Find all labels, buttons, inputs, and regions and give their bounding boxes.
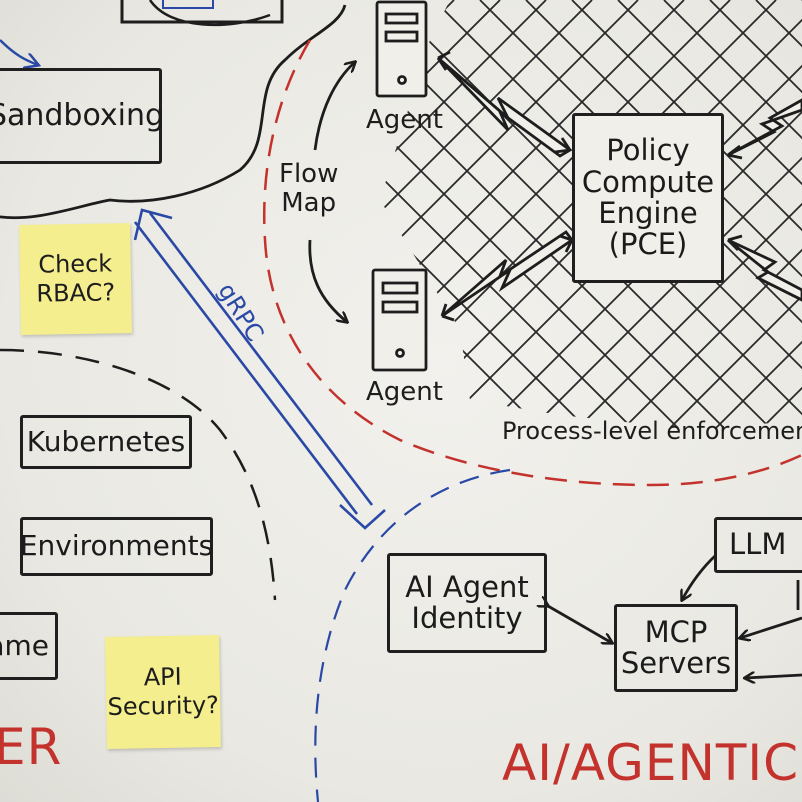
llm-mcp-arrow <box>682 553 717 600</box>
identity-mcp-arrow <box>548 606 612 643</box>
lightning-arrow-right-top <box>727 98 802 157</box>
servers-line: Servers <box>620 646 732 680</box>
lightning-arrow-top <box>436 56 573 158</box>
server-icon-bottom <box>371 268 428 372</box>
identity-line: Identity <box>411 601 523 635</box>
flow-arrow-up <box>313 62 355 151</box>
flow-word: Flow <box>279 159 339 189</box>
lightning-arrow-right-bottom <box>727 238 802 302</box>
pce-line-4: (PCE) <box>608 227 688 262</box>
llm-label: LLM <box>729 527 787 562</box>
grpc-arrow <box>133 208 386 530</box>
pce-line-2: Compute <box>581 164 715 199</box>
sandboxing-label: Sandboxing <box>0 97 165 133</box>
api-word: API <box>143 662 182 692</box>
ai-agent-line: AI Agent <box>405 569 529 604</box>
black-dashed-boundary <box>0 348 277 601</box>
kubernetes-box: Kubernetes <box>20 415 192 469</box>
security-word: Security? <box>107 691 220 721</box>
environments-label: Environments <box>19 529 214 563</box>
cloud-outline <box>0 4 347 220</box>
mcp-servers-box: MCP Servers <box>614 604 738 692</box>
map-word: Map <box>281 187 337 218</box>
sticky-api-security: API Security? <box>105 635 221 749</box>
name-box-partial: ame <box>0 612 58 680</box>
right-mcp-arrow <box>740 616 802 638</box>
left-region-title: ER <box>0 718 63 776</box>
agent-top-label: Agent <box>366 105 443 135</box>
agent-bottom-label: Agent <box>366 377 443 407</box>
process-level-label: Process-level enforcemen <box>502 417 802 445</box>
kubernetes-label: Kubernetes <box>26 424 186 458</box>
environments-box: Environments <box>20 517 213 576</box>
pce-box: Policy Compute Engine (PCE) <box>572 113 724 283</box>
lightning-arrow-bottom <box>441 230 574 318</box>
name-partial-label: ame <box>0 628 49 662</box>
top-box-partial <box>120 0 284 24</box>
flow-arrow-down <box>308 239 347 322</box>
server-icon-top <box>375 0 428 98</box>
red-dashed-boundary <box>263 39 802 487</box>
sticky-check-rbac: Check RBAC? <box>19 223 132 335</box>
pce-line-3: Engine <box>598 196 698 230</box>
right-region-title: AI/AGENTIC <box>502 734 800 792</box>
llm-box: LLM <box>714 517 802 573</box>
check-word: Check <box>38 249 113 279</box>
ai-agent-identity-box: AI Agent Identity <box>387 553 547 653</box>
sandboxing-box: Sandboxing <box>0 68 165 164</box>
rbac-word: RBAC? <box>36 278 116 308</box>
pce-line-1: Policy <box>606 133 690 168</box>
blue-dashed-boundary <box>314 468 511 802</box>
mcp-line: MCP <box>644 614 708 649</box>
flow-map-label: Flow Map <box>279 160 338 217</box>
